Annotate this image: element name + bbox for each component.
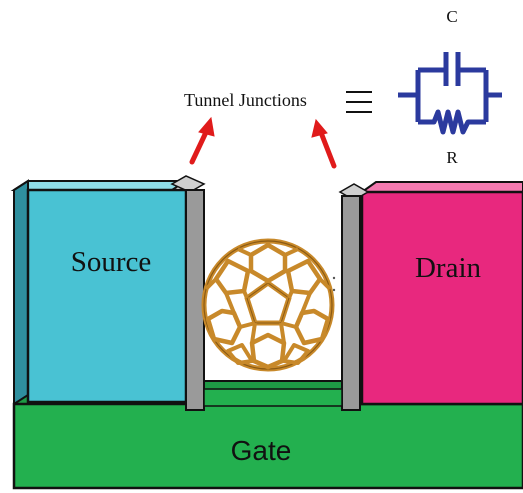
gate-front-face bbox=[12, 402, 523, 490]
resistor-label: R bbox=[446, 148, 458, 167]
fullerene-molecule-icon bbox=[201, 238, 335, 372]
drain-front-face bbox=[360, 190, 523, 406]
drain-block: Drain bbox=[358, 181, 523, 406]
drain-label: Drain bbox=[415, 252, 482, 284]
gate-label: Gate bbox=[231, 435, 292, 466]
source-top-face bbox=[10, 180, 190, 191]
source-side-face bbox=[13, 179, 29, 406]
source-block: Source bbox=[10, 179, 190, 406]
tunnel-junction-arrow-left bbox=[189, 116, 215, 165]
right-tunnel-barrier bbox=[338, 183, 370, 411]
capacitor-label: C bbox=[446, 7, 457, 26]
island-strip bbox=[203, 388, 343, 407]
source-label: Source bbox=[71, 246, 152, 278]
triple-bar-icon bbox=[346, 91, 372, 113]
molecule-contact-dots bbox=[332, 276, 336, 292]
drain-top-face bbox=[358, 181, 523, 193]
tunnel-junction-arrow-right bbox=[311, 118, 337, 169]
source-front-face bbox=[26, 188, 188, 404]
tunnel-junctions-label: Tunnel Junctions bbox=[184, 90, 307, 110]
rc-circuit-icon bbox=[398, 52, 502, 135]
